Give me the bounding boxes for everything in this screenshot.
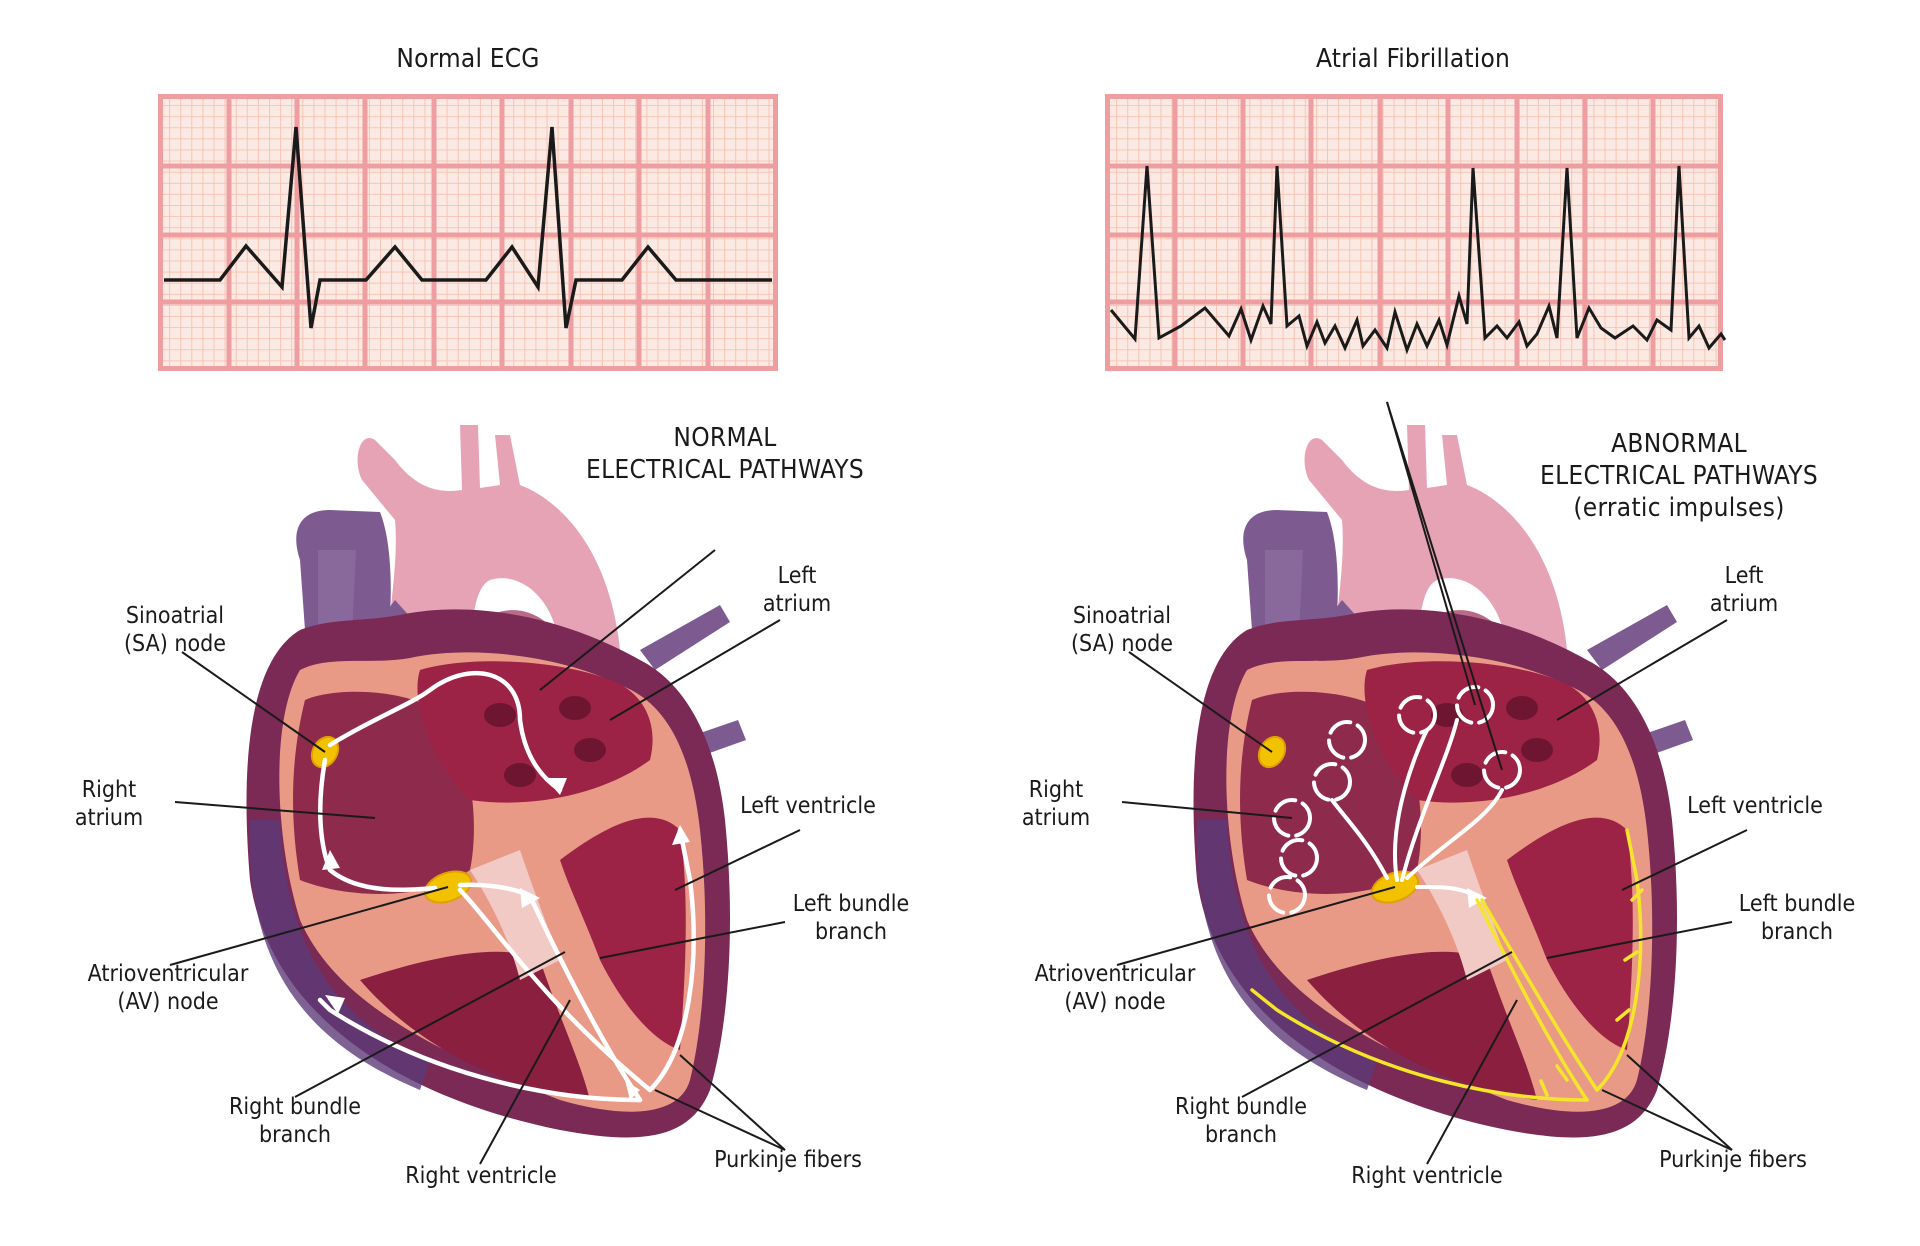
label-left-ventricle-afib: Left ventricle (1687, 793, 1823, 819)
label-left-atrium-afib: Left atrium (1709, 563, 1779, 617)
label-sa-node-normal: Sinoatrial (SA) node (123, 603, 227, 657)
label-right-ventricle-normal: Right ventricle (405, 1163, 557, 1189)
heading-normal: NORMAL ELECTRICAL PATHWAYS (586, 423, 864, 485)
label-right-atrium-normal: Right atrium (74, 777, 144, 831)
label-sa-node-afib: Sinoatrial (SA) node (1070, 603, 1174, 657)
label-right-ventricle-afib: Right ventricle (1351, 1163, 1503, 1189)
ecg-strip-afib (1105, 94, 1727, 371)
label-right-bundle-branch-afib: Right bundle branch (1174, 1094, 1308, 1148)
ecg-title-afib: Atrial Fibrillation (1315, 44, 1511, 74)
ecg-trace-afib (1109, 165, 1727, 355)
heart-diagram-normal (169, 425, 801, 1165)
label-left-bundle-branch-afib: Left bundle branch (1738, 891, 1856, 945)
label-av-node-normal: Atrioventricular (AV) node (87, 961, 249, 1015)
ecg-trace-normal (164, 126, 772, 329)
label-av-node-afib: Atrioventricular (AV) node (1034, 961, 1196, 1015)
ecg-strip-normal (158, 94, 778, 371)
label-purkinje-fibers-afib: Purkinje fibers (1659, 1147, 1807, 1173)
label-left-bundle-branch-normal: Left bundle branch (792, 891, 910, 945)
ecg-title-normal: Normal ECG (396, 44, 540, 74)
label-right-bundle-branch-normal: Right bundle branch (228, 1094, 362, 1148)
label-left-atrium-normal: Left atrium (762, 563, 832, 617)
label-purkinje-fibers-normal: Purkinje fibers (714, 1147, 862, 1173)
label-left-ventricle-normal: Left ventricle (740, 793, 876, 819)
heading-afib: ABNORMAL ELECTRICAL PATHWAYS (erratic im… (1540, 429, 1818, 523)
label-right-atrium-afib: Right atrium (1021, 777, 1091, 831)
heart-diagram-afib (1116, 401, 1748, 1165)
